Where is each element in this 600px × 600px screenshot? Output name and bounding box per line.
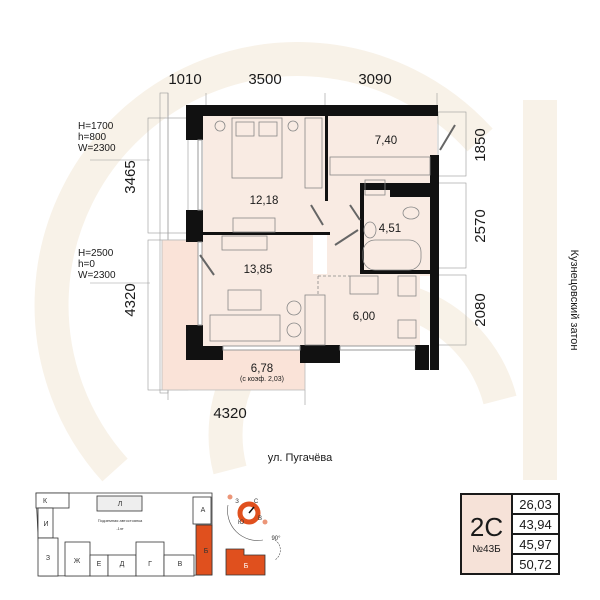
svg-text:Подземная автостоянка: Подземная автостоянка bbox=[98, 518, 143, 523]
site-plan-labels: К Л И А Б З Ж Е Д Г В Подземная автостоя… bbox=[43, 498, 249, 570]
window-2-H: H=2500 bbox=[78, 248, 114, 259]
svg-text:Е: Е bbox=[97, 561, 102, 568]
area-values: 26,03 43,94 45,97 50,72 bbox=[513, 495, 558, 573]
svg-text:К: К bbox=[43, 498, 48, 505]
rooms bbox=[203, 116, 437, 346]
apartment-number: №43Б bbox=[472, 543, 501, 555]
window-2-W: W=2300 bbox=[78, 270, 116, 281]
area-bathroom: 4,51 bbox=[379, 223, 401, 235]
apartment-info-table: 2С №43Б 26,03 43,94 45,97 50,72 bbox=[460, 493, 560, 575]
wardrobe-icon bbox=[329, 156, 431, 176]
apartment-type-cell: 2С №43Б bbox=[462, 495, 513, 573]
area-living: 13,85 bbox=[244, 264, 273, 276]
walls bbox=[186, 105, 439, 370]
site-plan bbox=[35, 492, 266, 577]
dim-top-1: 1010 bbox=[168, 71, 201, 88]
room-kitchen bbox=[310, 274, 420, 346]
window-1-H: H=1700 bbox=[78, 121, 114, 132]
toilet-icon bbox=[402, 206, 420, 220]
dim-right-2: 2570 bbox=[472, 209, 489, 242]
sofa-icon bbox=[209, 314, 281, 342]
area-kitchen: 6,00 bbox=[353, 311, 375, 323]
compass-e: В bbox=[258, 516, 262, 522]
dim-left-1: 3465 bbox=[122, 160, 139, 193]
svg-text:Л: Л bbox=[118, 501, 123, 508]
wardrobe-icon bbox=[304, 117, 323, 189]
svg-text:Г: Г bbox=[148, 561, 152, 568]
furniture bbox=[209, 117, 431, 346]
area-value: 45,97 bbox=[513, 535, 558, 555]
dim-right-1: 1850 bbox=[472, 128, 489, 161]
svg-text:А: А bbox=[201, 507, 206, 514]
window-1-h: h=800 bbox=[78, 132, 107, 143]
dim-right-3: 2080 bbox=[472, 293, 489, 326]
table-icon bbox=[304, 294, 326, 346]
svg-text:З: З bbox=[46, 555, 50, 562]
window-1-W: W=2300 bbox=[78, 143, 116, 154]
windows bbox=[197, 139, 416, 351]
dim-top-3: 3090 bbox=[358, 71, 391, 88]
compass-s: Ю bbox=[238, 520, 244, 526]
area-hallway: 7,40 bbox=[375, 135, 397, 147]
tv-icon bbox=[232, 217, 276, 233]
apartment-type: 2С bbox=[469, 511, 504, 542]
area-balcony: 6,78 bbox=[251, 363, 273, 375]
compass-icon: С Ю З В 90° bbox=[227, 494, 281, 561]
bed-icon bbox=[231, 117, 283, 179]
stove-icon bbox=[349, 275, 379, 295]
room-bedroom bbox=[203, 116, 327, 234]
fridge-icon bbox=[397, 319, 417, 339]
svg-text:Ж: Ж bbox=[74, 558, 81, 565]
street-east: Кузнецовский затон bbox=[568, 250, 580, 351]
svg-text:Б: Б bbox=[244, 563, 249, 570]
svg-text:-1эт: -1эт bbox=[116, 526, 124, 531]
area-bedroom: 12,18 bbox=[250, 195, 279, 207]
svg-text:И: И bbox=[43, 521, 48, 528]
compass-n: С bbox=[254, 499, 259, 505]
dim-left-2: 4320 bbox=[122, 283, 139, 316]
area-value: 50,72 bbox=[519, 556, 552, 572]
window-2-h: h=0 bbox=[78, 259, 95, 270]
dim-bottom: 4320 bbox=[213, 405, 246, 422]
compass-w: З bbox=[235, 499, 239, 505]
kitchen-sink-icon bbox=[397, 275, 417, 297]
boiler-icon bbox=[364, 179, 386, 196]
area-value: 43,94 bbox=[513, 515, 558, 535]
street-south: ул. Пугачёва bbox=[268, 452, 333, 464]
bathtub-icon bbox=[362, 239, 422, 271]
doors bbox=[199, 124, 456, 276]
svg-text:В: В bbox=[178, 561, 183, 568]
dim-top-2: 3500 bbox=[248, 71, 281, 88]
sink-icon bbox=[363, 221, 377, 239]
area-value: 26,03 bbox=[513, 495, 558, 515]
balcony-note: (с коэф. 2,03) bbox=[240, 376, 284, 383]
svg-text:Д: Д bbox=[120, 561, 125, 568]
compass-angle: 90° bbox=[271, 536, 281, 542]
svg-text:Б: Б bbox=[204, 548, 209, 555]
